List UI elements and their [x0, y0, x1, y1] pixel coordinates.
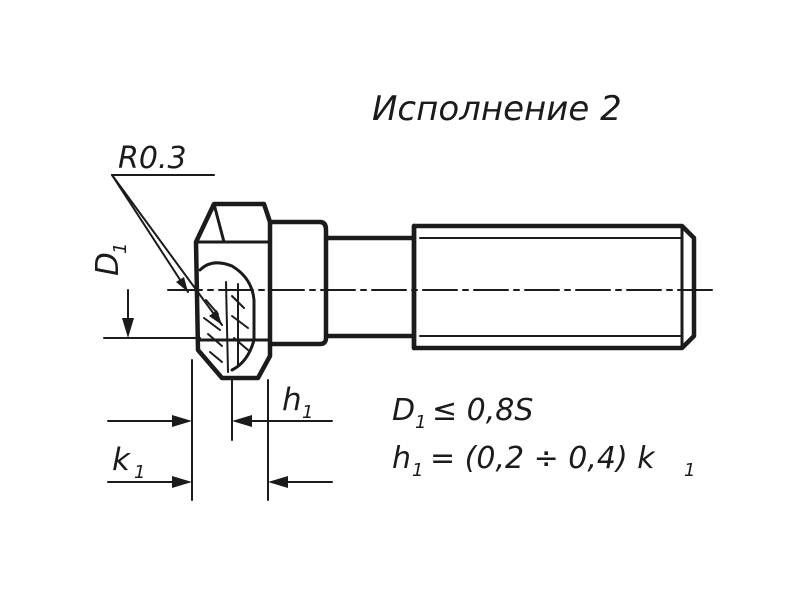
- formula-h1-tail-sub: 1: [684, 460, 695, 481]
- h1-label-base: h: [282, 382, 302, 418]
- radius-leader: [111, 174, 223, 326]
- formula-h1-rest: = (0,2 ÷ 0,4) k: [430, 441, 656, 476]
- d1-label-base: D: [90, 252, 126, 276]
- screw-shank: [267, 219, 417, 347]
- formula-h1: h 1 = (0,2 ÷ 0,4) k 1: [392, 441, 695, 481]
- formula-d1: D 1 ≤ 0,8S: [392, 393, 533, 433]
- screw-head: [193, 201, 273, 381]
- formula-h1-lhs-sub: 1: [412, 460, 423, 481]
- formula-d1-rest: ≤ 0,8S: [432, 393, 533, 428]
- formula-d1-lhs-base: D: [392, 393, 415, 428]
- extension-lines: [191, 359, 269, 501]
- execution-title: Исполнение 2: [372, 89, 622, 129]
- h1-label-sub: 1: [302, 402, 313, 423]
- d1-dimension: [103, 289, 201, 339]
- k1-dimension: [107, 476, 333, 488]
- k1-label-base: k: [112, 442, 131, 478]
- d1-label-sub: 1: [110, 243, 131, 254]
- formula-d1-lhs-sub: 1: [415, 412, 426, 433]
- k1-label-sub: 1: [134, 462, 145, 483]
- h1-dimension: [107, 415, 333, 427]
- screw-thread: [411, 223, 697, 351]
- formula-h1-lhs-base: h: [392, 441, 411, 476]
- radius-label: R0.3: [118, 141, 187, 176]
